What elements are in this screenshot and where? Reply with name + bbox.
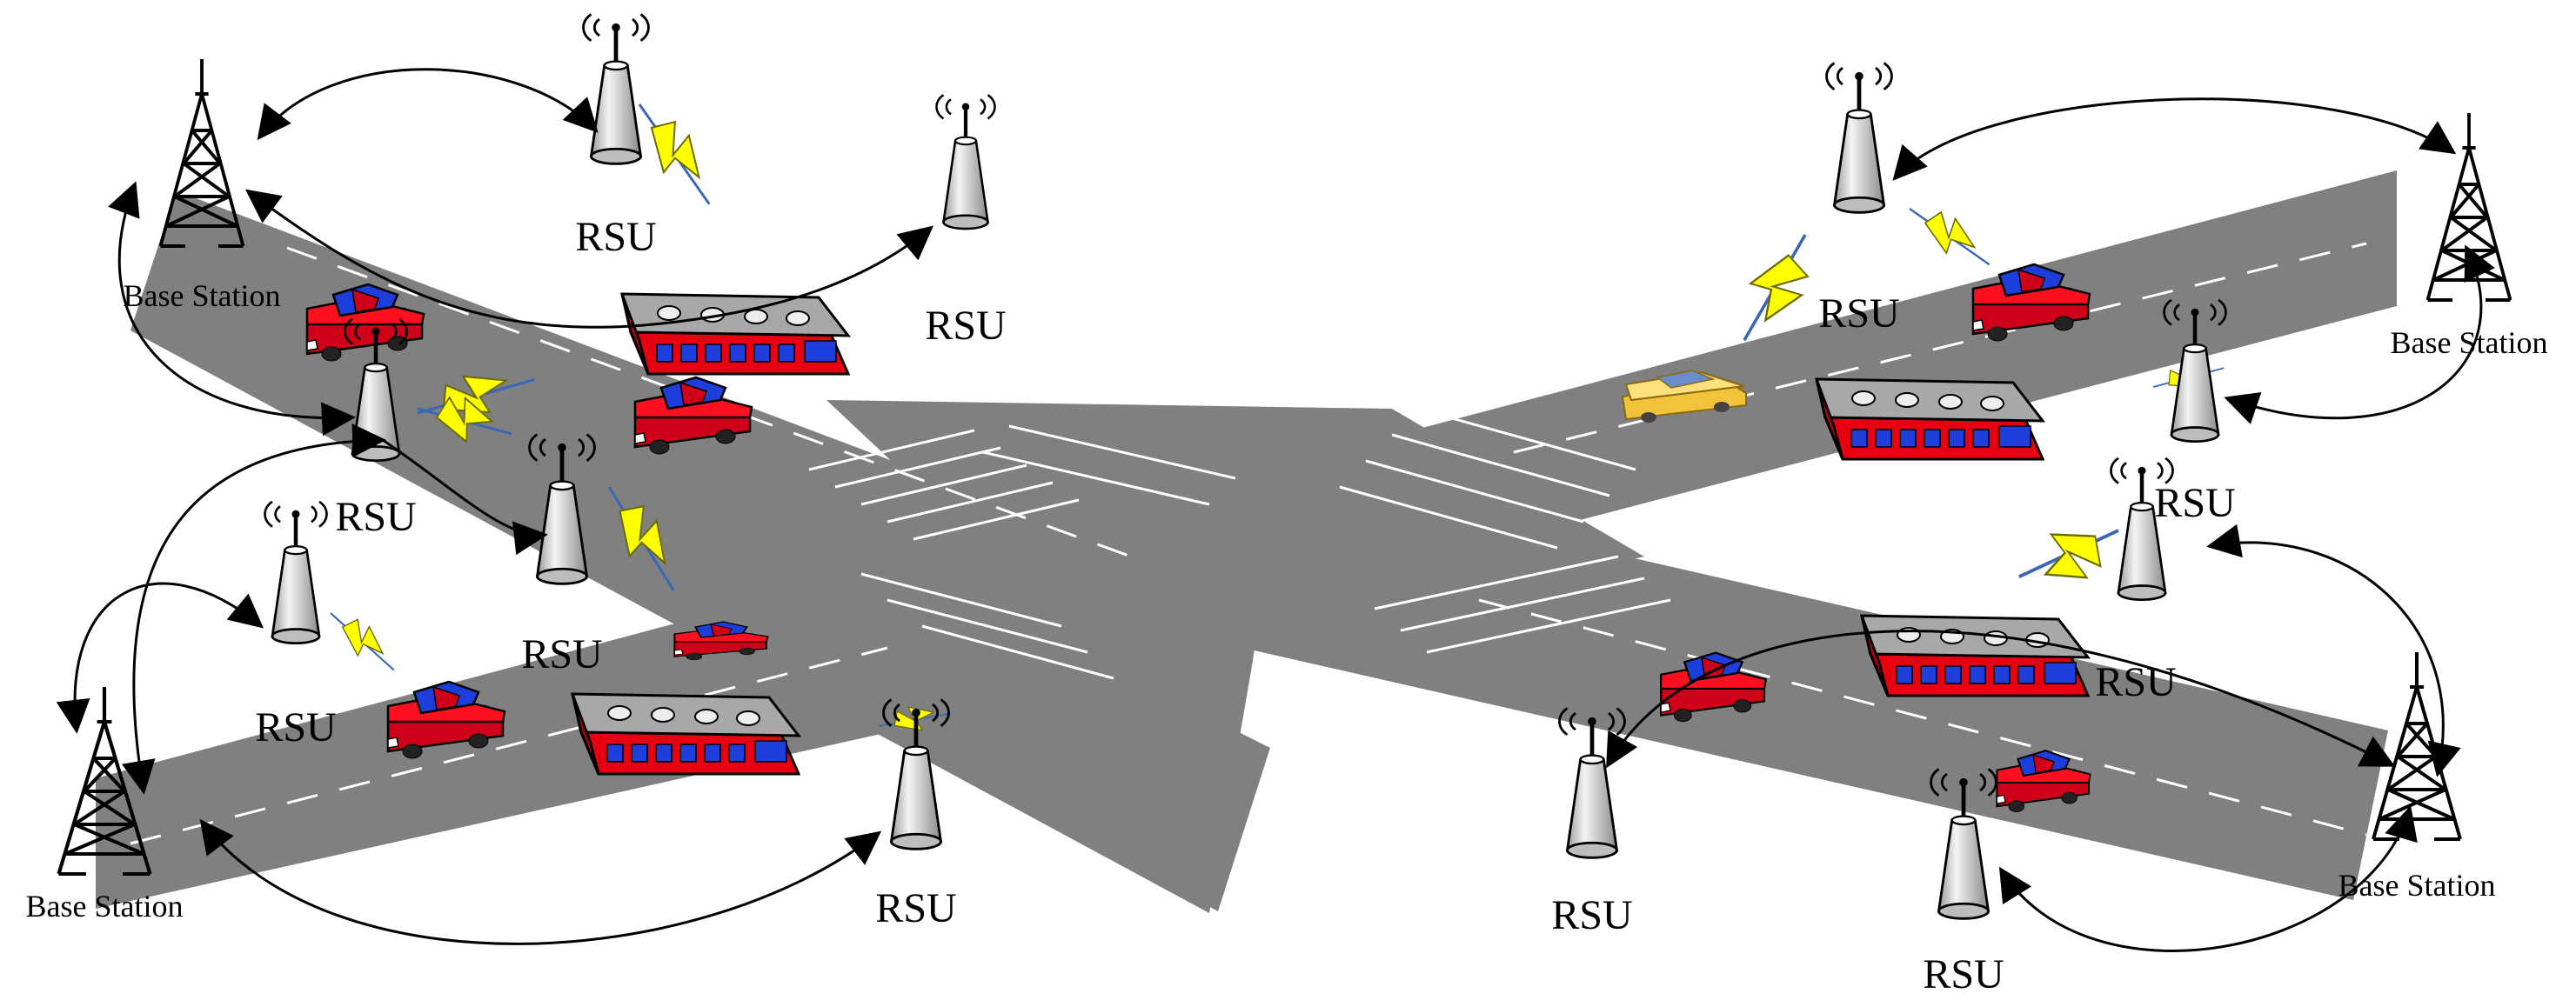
- rsu-label: RSU: [335, 494, 416, 540]
- labels: RSU RSU RSU RSU RSU RSU RSU RSU RSU RSU …: [26, 214, 2548, 997]
- cell-tower-icon: [2425, 111, 2512, 302]
- bus-icon: [571, 692, 800, 776]
- crosswalks: [808, 407, 1671, 680]
- rsu-antenna-icon: [937, 95, 995, 229]
- wireless-link-icon: [320, 600, 406, 682]
- vehicles: [305, 263, 2091, 813]
- taxi-icon: [1621, 370, 1747, 423]
- rsu-label: RSU: [1818, 290, 1899, 337]
- bus-icon: [620, 292, 850, 376]
- rsu-label: RSU: [521, 631, 602, 677]
- rsu-label: RSU: [2154, 480, 2235, 526]
- rsu-label: RSU: [575, 214, 656, 260]
- wireless-link-icon: [1899, 192, 2001, 278]
- base-station-label: Base Station: [2338, 868, 2496, 903]
- rsu-label: RSU: [2095, 659, 2176, 705]
- rsu-label: RSU: [255, 704, 336, 750]
- rsu-label: RSU: [925, 303, 1006, 349]
- base-station-label: Base Station: [124, 278, 281, 313]
- rsu-label: RSU: [875, 885, 956, 931]
- communication-arrows: [56, 68, 2495, 952]
- lane-marking-sw: [130, 646, 888, 845]
- rsu-label: RSU: [1551, 892, 1632, 938]
- bus-icon: [1815, 377, 2044, 461]
- lane-marking-se: [1478, 598, 2367, 837]
- rsu-antenna-icon: [265, 502, 327, 644]
- rsu-antenna-icon: [584, 14, 649, 163]
- rsu-label: RSU: [1923, 951, 2004, 997]
- wireless-link-icon: [2006, 506, 2133, 605]
- base-station-label: Base Station: [26, 889, 184, 924]
- cell-tower-icon: [2372, 650, 2462, 841]
- rsu-antenna-icon: [1827, 63, 1892, 212]
- base-station-label: Base Station: [2391, 325, 2548, 360]
- road-northwest-southeast-main: [130, 198, 1270, 911]
- bus-icon: [1860, 614, 2090, 697]
